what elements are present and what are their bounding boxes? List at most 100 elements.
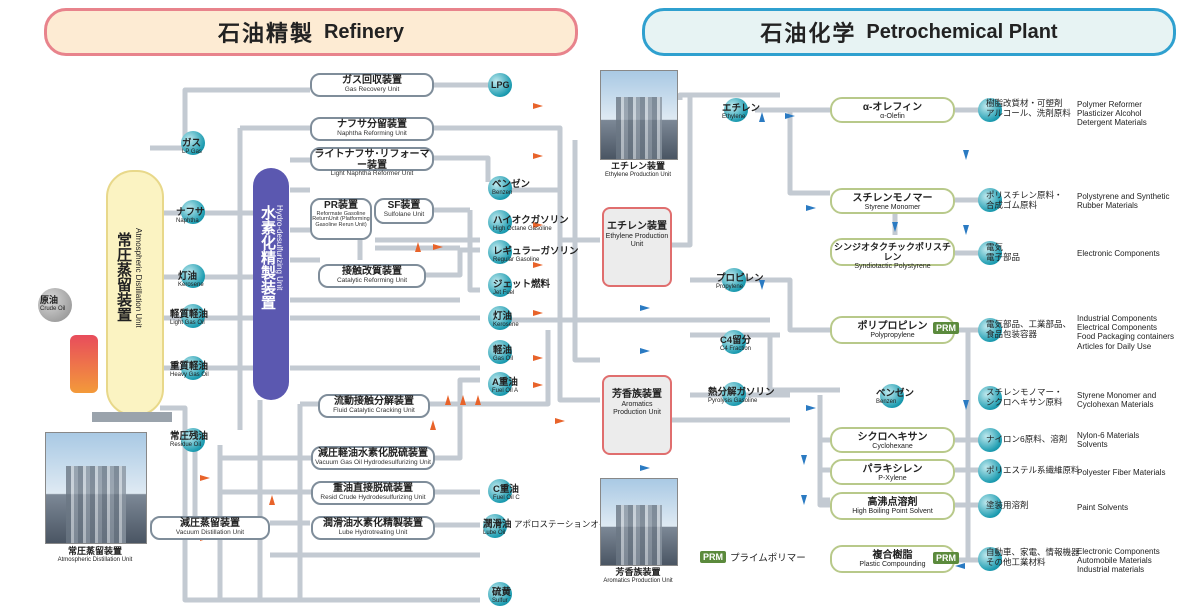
use-jp-8: 自動車、家電、情報機器 その他工業材料 — [986, 547, 1080, 567]
use-jp-1: ポリスチレン原料・ 合成ゴム原料 — [986, 190, 1063, 210]
product-node-sulfur — [488, 582, 512, 606]
use-node-5 — [978, 428, 1002, 452]
product-node-lpg — [488, 73, 512, 97]
refinery-title-en: Refinery — [323, 20, 405, 43]
distillation-title-en: Atmospheric Distillation Unit — [134, 228, 143, 328]
use-node-4 — [978, 386, 1002, 410]
use-jp-2: 電気 電子部品 — [986, 242, 1021, 262]
petrochem-header: 石油化学 Petrochemical Plant — [642, 8, 1176, 56]
hds-title-jp: 水素化精製装置 — [259, 205, 276, 310]
ethylene-photo — [600, 70, 678, 160]
prm-badge-polypropylene: PRM — [933, 322, 959, 334]
use-node-7 — [978, 494, 1002, 518]
crude-oil-node — [38, 288, 72, 322]
prm-legend: PRM プライムポリマー — [700, 550, 806, 564]
product-node-jetfuel — [488, 273, 512, 297]
product-node-gasoil — [488, 340, 512, 364]
prm-legend-badge: PRM — [700, 551, 726, 563]
use-jp-0: 樹脂改質材・可塑剤 アルコール、洗剤原料 — [986, 98, 1071, 118]
use-jp-5: ナイロン6原料、溶剤 — [986, 434, 1068, 444]
use-jp-3: 電気部品、工業部品、 食品包装容器 — [986, 319, 1072, 339]
use-en-6: Polyester Fiber Materials — [1077, 468, 1166, 477]
use-jp-7: 塗装用溶剤 — [986, 500, 1029, 510]
product-node-kerosene — [488, 306, 512, 330]
product-node-regular — [488, 240, 512, 264]
cut-node-lpgas — [181, 131, 205, 155]
prm-legend-label: プライムポリマー — [730, 553, 806, 564]
aromatics-photo — [600, 478, 678, 566]
product-node-highoctane — [488, 210, 512, 234]
apollo-label: アポロステーションオイル — [514, 519, 616, 529]
use-en-3: Industrial Components Electrical Compone… — [1077, 314, 1174, 351]
cut-node-naphtha — [181, 200, 205, 224]
use-en-0: Polymer Reformer Plasticizer Alcohol Det… — [1077, 100, 1147, 128]
hds-column — [253, 168, 289, 400]
cut-node-heavygasoil — [181, 356, 205, 380]
use-node-8 — [978, 547, 1002, 571]
petrochem-title-jp: 石油化学 — [760, 21, 857, 46]
use-en-2: Electronic Components — [1077, 249, 1160, 258]
product-node-fueloilc — [488, 479, 512, 503]
petrochem-title-en: Petrochemical Plant — [866, 20, 1058, 43]
cut-node-residue — [181, 428, 205, 452]
product-node-fueloila — [488, 372, 512, 396]
distillation-column — [106, 170, 164, 416]
refinery-header: 石油精製 Refinery — [44, 8, 578, 56]
use-node-2 — [978, 241, 1002, 265]
use-node-1 — [978, 188, 1002, 212]
use-en-8: Electronic Components Automobile Materia… — [1077, 547, 1160, 575]
use-en-5: Nylon-6 Materials Solvents — [1077, 431, 1140, 450]
cut-node-lightgasoil — [181, 304, 205, 328]
use-en-4: Styrene Monomer and Cyclohexan Materials — [1077, 391, 1157, 410]
product-node-benzene — [488, 176, 512, 200]
refinery-title-jp: 石油精製 — [217, 21, 314, 46]
use-node-3 — [978, 318, 1002, 342]
product-node-lubeoil — [483, 514, 507, 538]
product-label-lpg: LPG — [491, 80, 510, 90]
distillation-title-jp: 常圧蒸留装置 — [115, 232, 132, 322]
use-jp-4: スチレンモノマー・ シクロヘキサン原料 — [986, 387, 1063, 407]
use-en-1: Polystyrene and Synthetic Rubber Materia… — [1077, 192, 1170, 211]
use-jp-6: ポリエステル系繊維原料 — [986, 465, 1080, 475]
inter-node-ethylene — [724, 98, 748, 122]
